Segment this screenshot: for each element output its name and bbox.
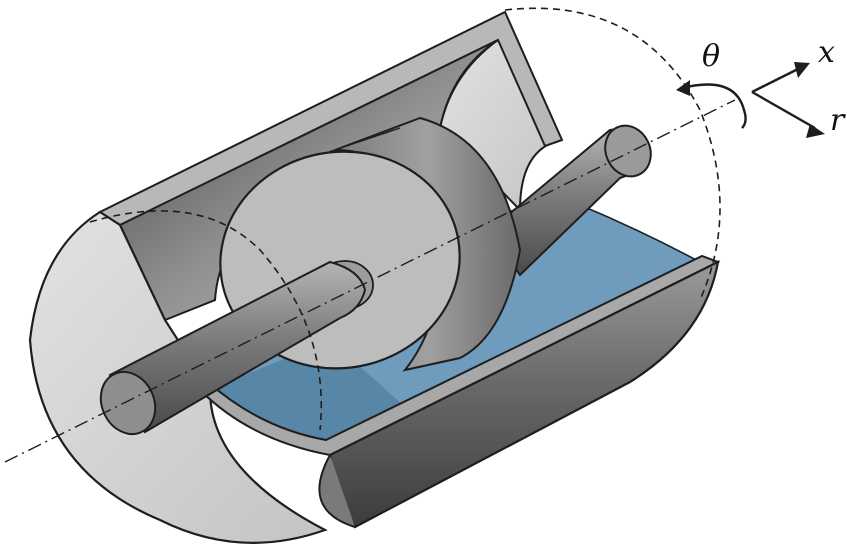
lower-trough-bottom-edge	[318, 454, 356, 528]
label-x: x	[818, 35, 835, 70]
x-arrowhead	[794, 62, 810, 78]
center-axis-line	[4, 99, 736, 463]
rotation-arrow	[676, 80, 747, 129]
coordinate-axes	[751, 62, 825, 138]
r-arrowhead	[806, 124, 825, 138]
envelope-dashed-right	[504, 7, 721, 301]
shaft-right	[488, 124, 652, 277]
lower-trough-rim	[198, 254, 721, 457]
label-theta: θ	[702, 39, 720, 74]
shaft-left	[99, 260, 367, 436]
label-r: r	[830, 103, 846, 138]
envelope-dashed-left	[89, 210, 323, 431]
